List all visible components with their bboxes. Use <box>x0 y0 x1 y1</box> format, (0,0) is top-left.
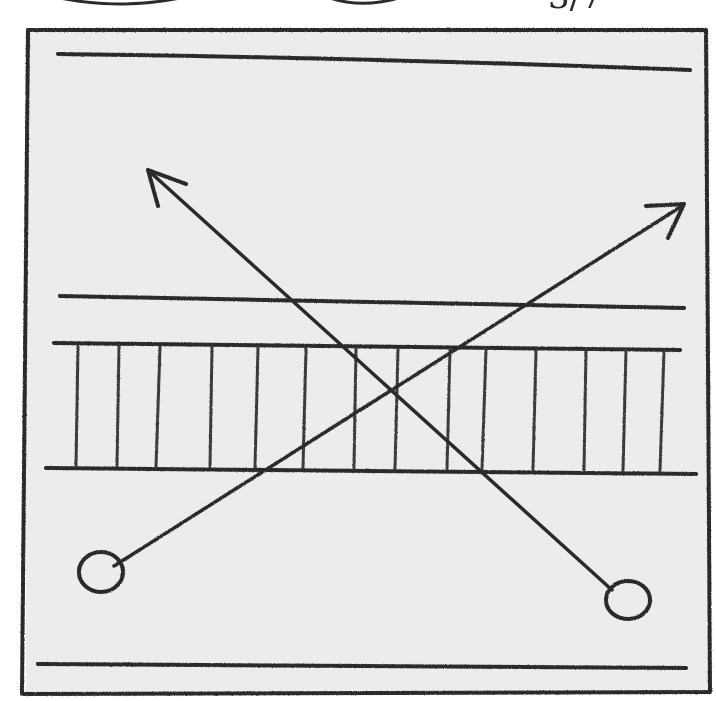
top-fragment-text: 3/7 <box>548 0 603 17</box>
grate-bar <box>210 347 212 467</box>
grate-bar <box>584 350 586 470</box>
grate-bar <box>76 346 78 466</box>
top-cropped-marks <box>60 0 395 4</box>
grate-bar <box>117 346 119 466</box>
grate-bar <box>354 348 356 468</box>
